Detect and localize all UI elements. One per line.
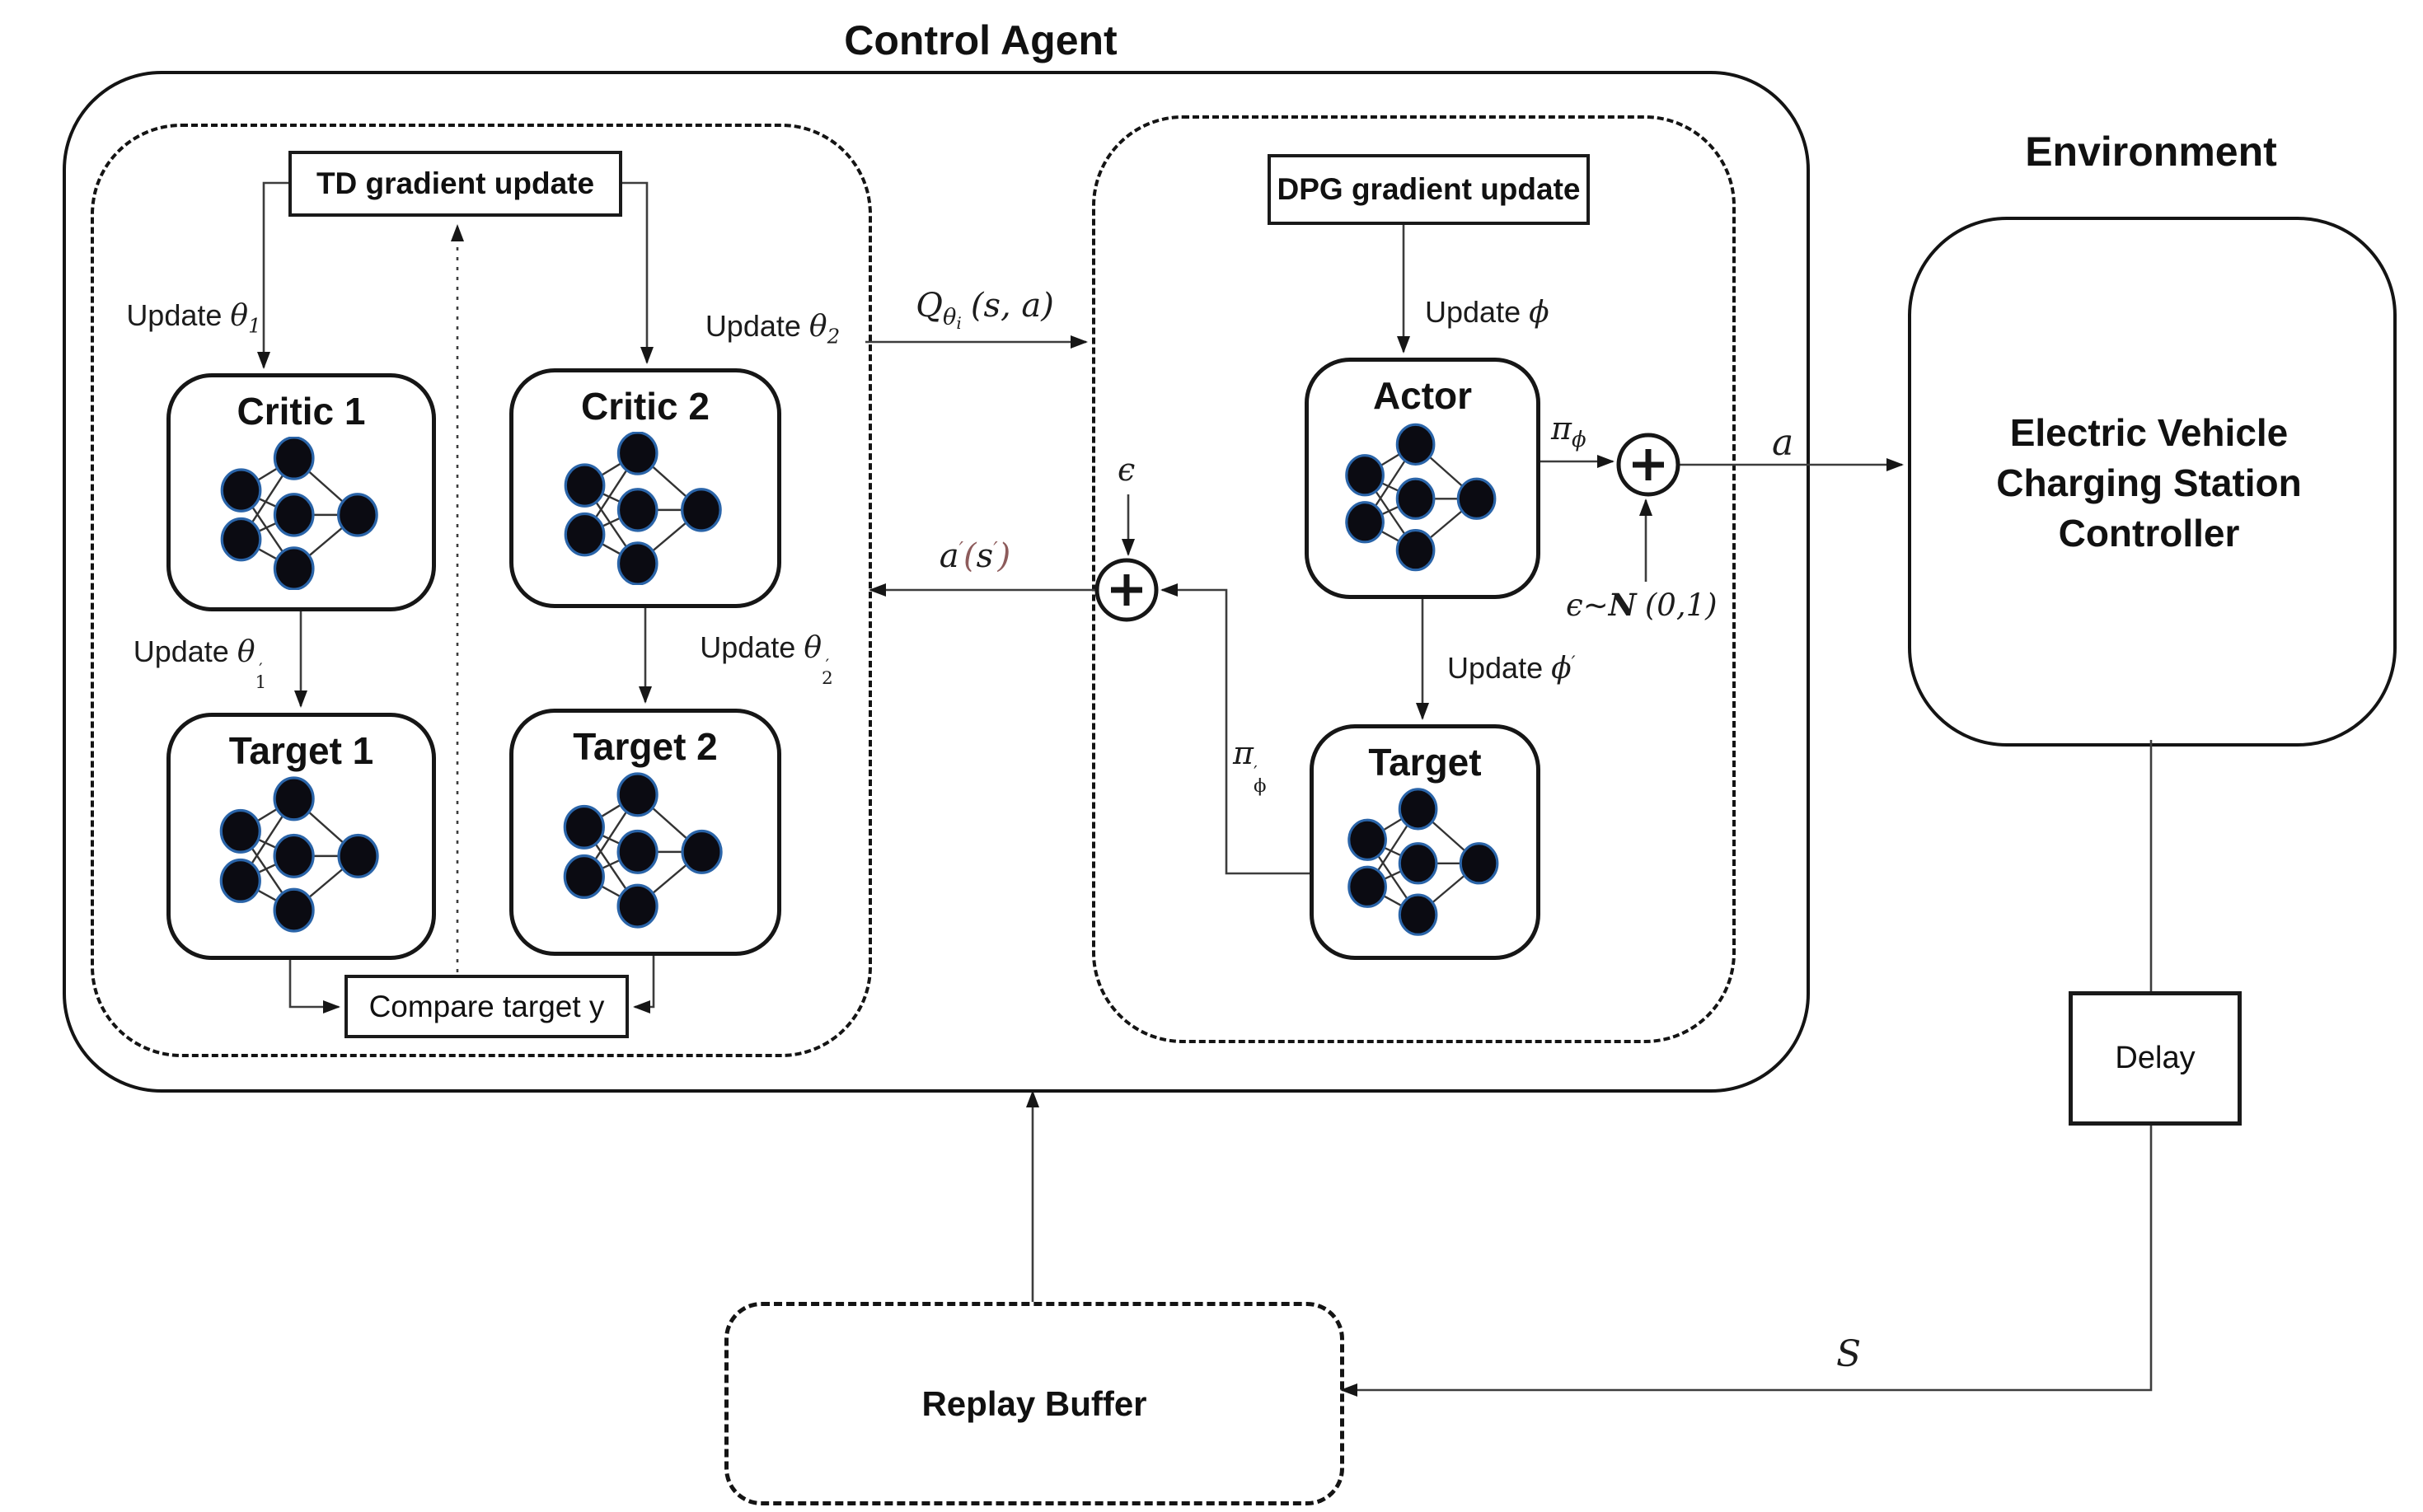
target2-box: Target 2 [509,709,781,956]
q-value-label: Qθi (s, a) [916,287,1054,333]
update-theta1-label: Update θ1 [126,298,261,338]
critic1-title: Critic 1 [237,390,366,433]
dpg-gradient-update-box: DPG gradient update [1268,154,1590,225]
neural-network-icon [1344,423,1496,572]
critic2-box: Critic 2 [509,368,781,608]
control-agent-title: Control Agent [844,17,1118,63]
environment-controller-label: Electric Vehicle Charging Station Contro… [1996,411,2302,555]
dpg-gradient-update-label: DPG gradient update [1277,172,1581,206]
delay-box: Delay [2069,991,2242,1126]
target1-title: Target 1 [228,729,374,772]
target1-box: Target 1 [166,713,436,960]
neural-network-icon [219,776,379,933]
update-theta2-prime-label: Update θ′2 [700,630,833,690]
noise-label: ϵ∼N (0,1) [1566,587,1718,623]
update-theta1-prime-label: Update θ′1 [133,634,267,694]
td-gradient-update-box: TD gradient update [288,151,622,217]
critic2-title: Critic 2 [581,385,710,428]
update-phi-label: Update ϕ [1425,295,1549,330]
actor-target-title: Target [1368,741,1482,784]
control-agent-region [63,71,1810,1093]
epsilon-label: ϵ [1118,452,1136,488]
neural-network-icon [1347,788,1498,936]
neural-network-icon [564,432,722,585]
compare-target-box: Compare target y [344,975,629,1038]
critic1-box: Critic 1 [166,373,436,611]
actor-box: Actor [1305,358,1540,599]
compare-target-label: Compare target y [368,989,605,1023]
actor-title: Actor [1372,374,1473,417]
next-action-label: a′(s′) [939,537,1011,575]
update-theta2-label: Update θ2 [705,309,841,349]
state-label: S [1836,1333,1862,1375]
environment-title: Environment [2025,129,2277,175]
pi-phi-label: πϕ [1551,410,1586,453]
neural-network-icon [220,437,378,590]
actor-target-box: Target [1310,724,1540,960]
replay-buffer-label: Replay Buffer [921,1383,1147,1423]
action-label: a [1772,422,1794,464]
neural-network-icon [563,772,723,929]
environment-controller-box [1908,217,2397,747]
delay-label: Delay [2115,1041,2196,1075]
pi-phi-prime-label: π′ϕ [1233,735,1267,797]
update-phi-prime-label: Update ϕ′ [1447,651,1576,686]
replay-buffer-box: Replay Buffer [724,1302,1344,1505]
target2-title: Target 2 [573,725,718,768]
actor-subregion [1092,115,1736,1043]
td-gradient-update-label: TD gradient update [316,166,595,200]
